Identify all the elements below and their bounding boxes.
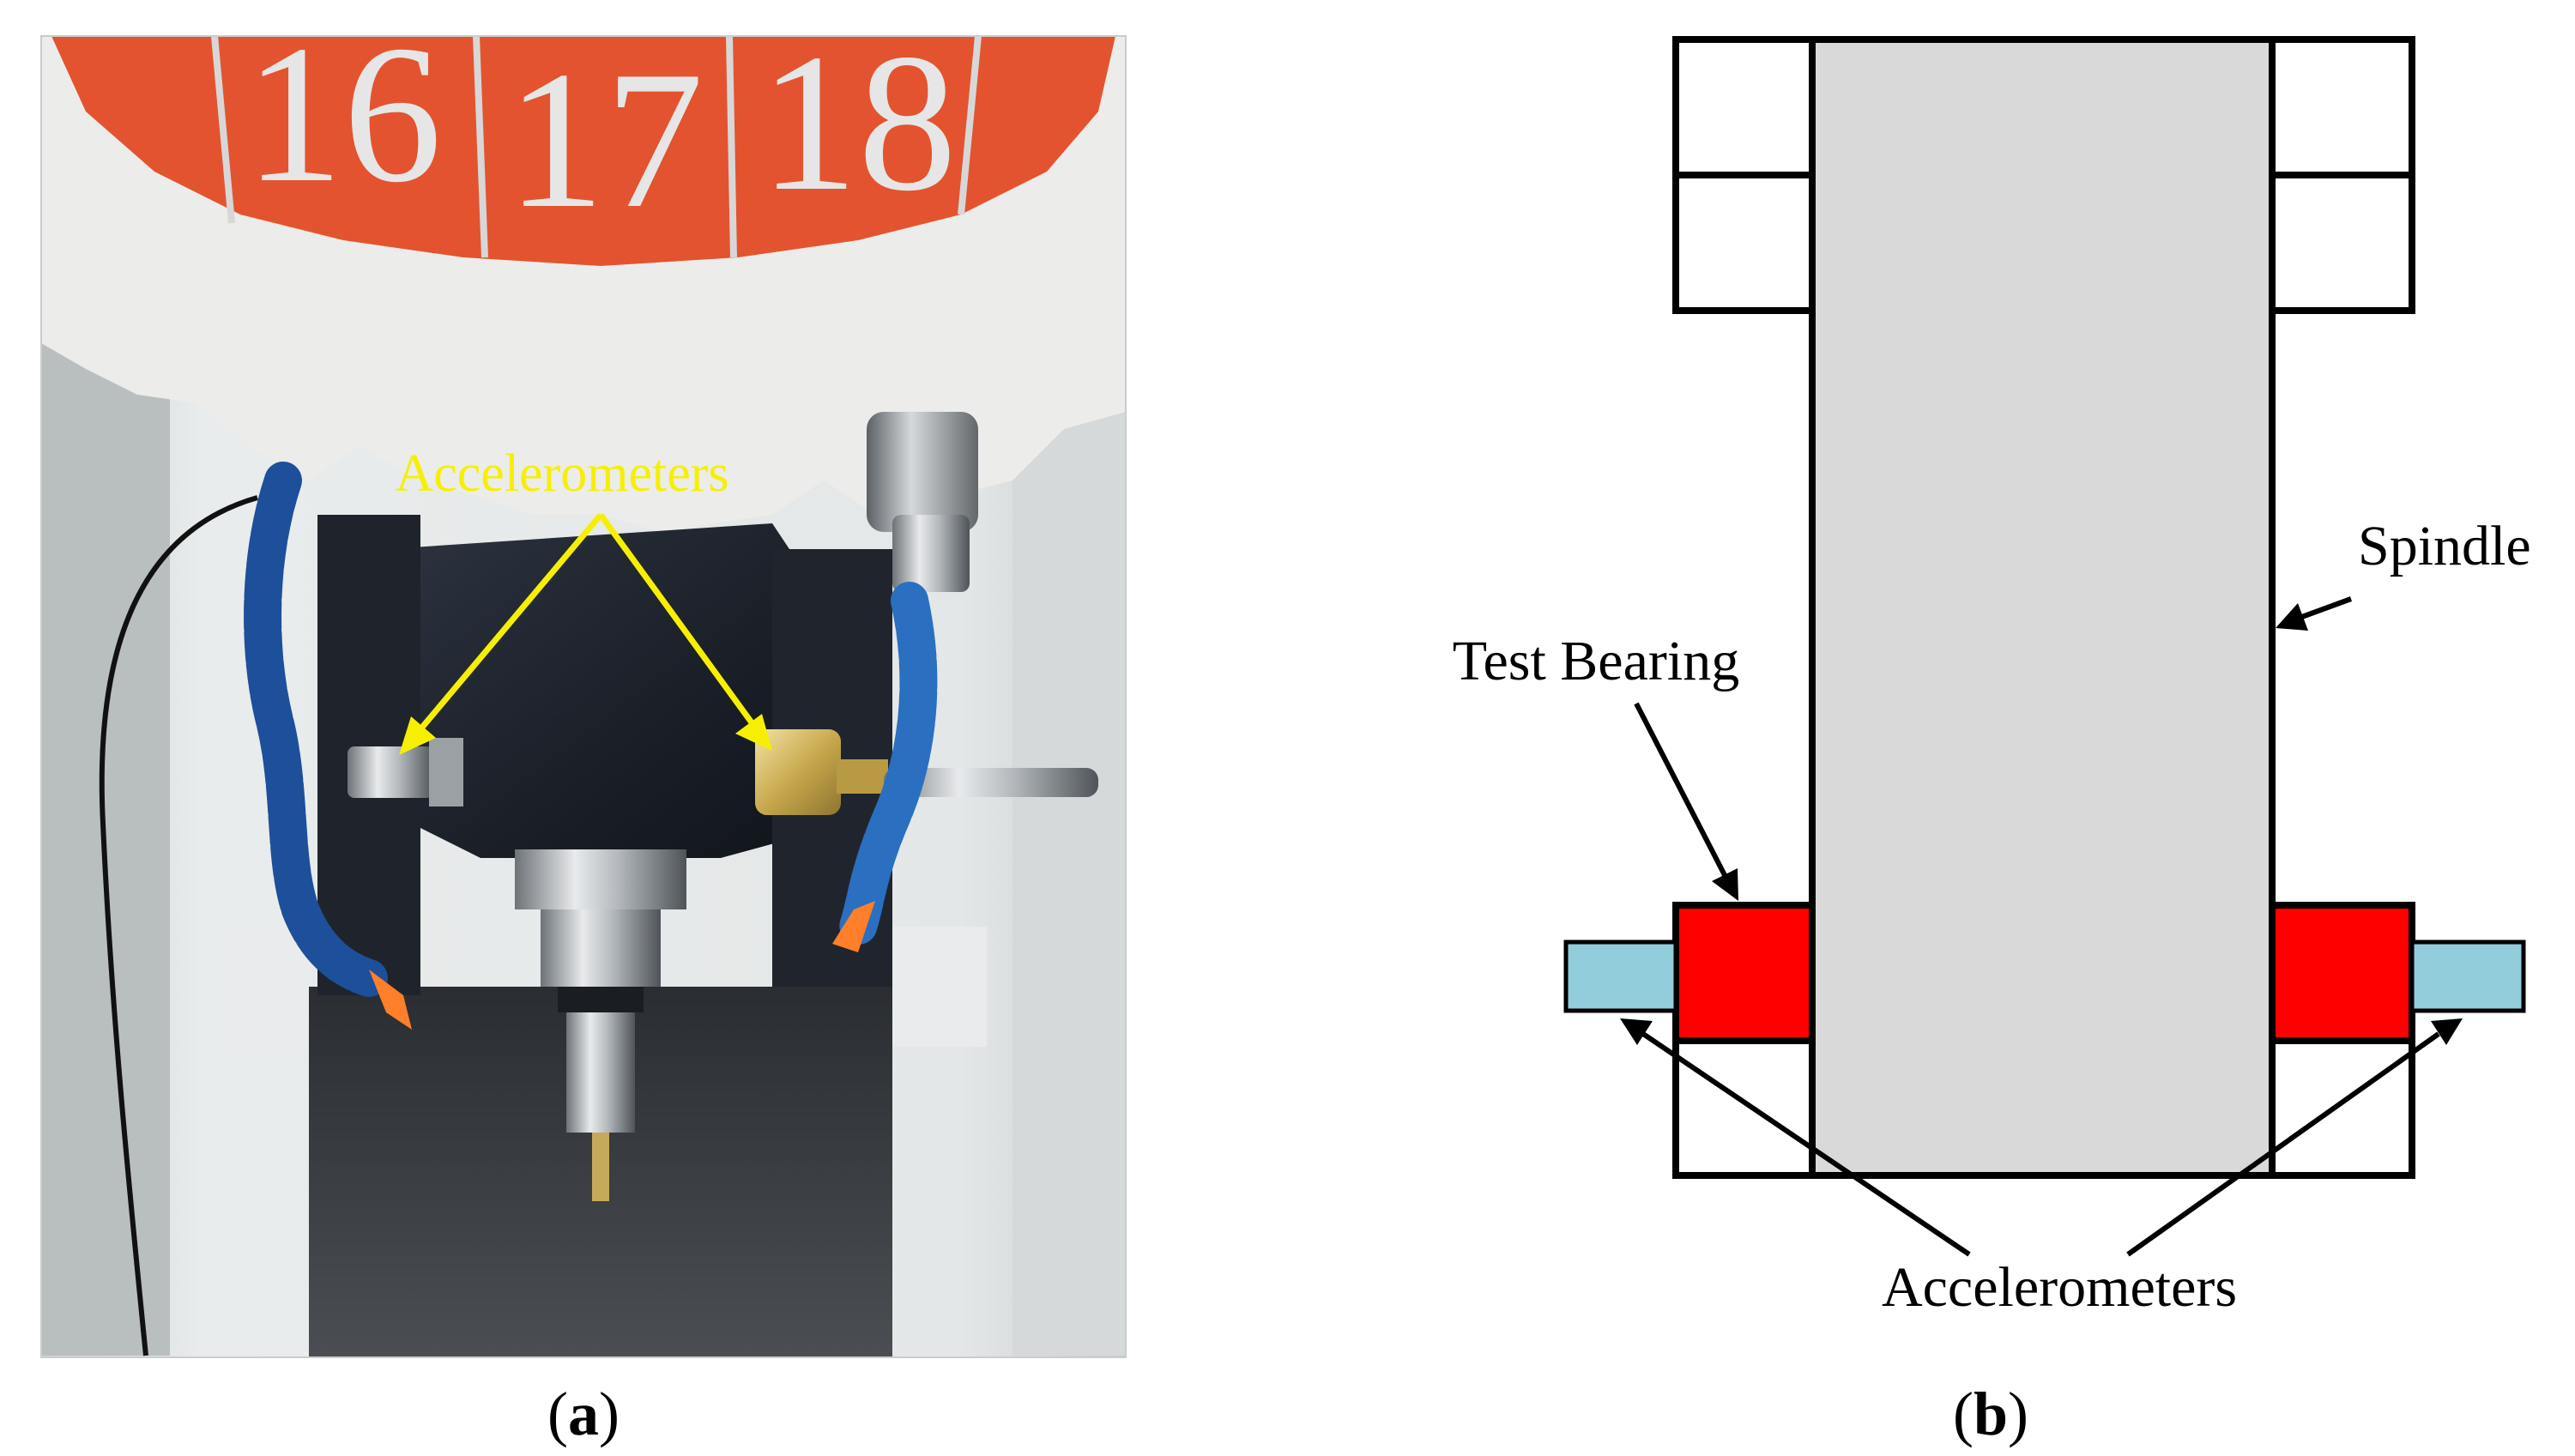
sensor-cable [99, 495, 258, 1356]
test-bearing-right [2269, 902, 2415, 1044]
sensor-left [1563, 939, 1678, 1013]
photo-annotation-arrows [399, 512, 772, 755]
coolant-hose-left [244, 462, 412, 1030]
photo-panel: 16 17 18 [40, 4, 1127, 1358]
caption-a: (a) [547, 1380, 620, 1448]
housing-bottom-left [1672, 1037, 1816, 1179]
spindle-label: Spindle [2358, 515, 2531, 577]
housing-top-left-upper [1672, 36, 1816, 178]
test-bearing-label: Test Bearing [1453, 630, 1739, 692]
spindle-nose [515, 849, 686, 909]
coolant-hose-right [832, 582, 938, 952]
caption-b: (b) [1953, 1380, 2028, 1448]
left-accelerometer [348, 738, 463, 807]
housing-bottom-right [2269, 1037, 2415, 1179]
spindle-housing [386, 523, 824, 858]
dial-number-18: 18 [759, 13, 957, 232]
housing-top-left-lower [1672, 172, 1816, 314]
right-accelerometer [755, 729, 888, 815]
tool-holder-magazine [867, 412, 978, 592]
sensor-right [2409, 939, 2526, 1013]
housing-top-right-upper [2269, 36, 2415, 178]
schematic-arrows [1620, 596, 2463, 1257]
tool-magazine-dial [51, 36, 1115, 266]
dial-number-16: 16 [245, 4, 442, 223]
dial-number-17: 17 [506, 30, 704, 249]
housing-top-right-lower [2269, 172, 2415, 314]
test-bearing-left [1672, 902, 1816, 1044]
accelerometers-schematic-label: Accelerometers [1882, 1256, 2237, 1319]
accelerometers-photo-label: Accelerometers [396, 444, 729, 503]
schematic-panel [1563, 36, 2526, 1179]
spindle-body [1809, 36, 2276, 1179]
